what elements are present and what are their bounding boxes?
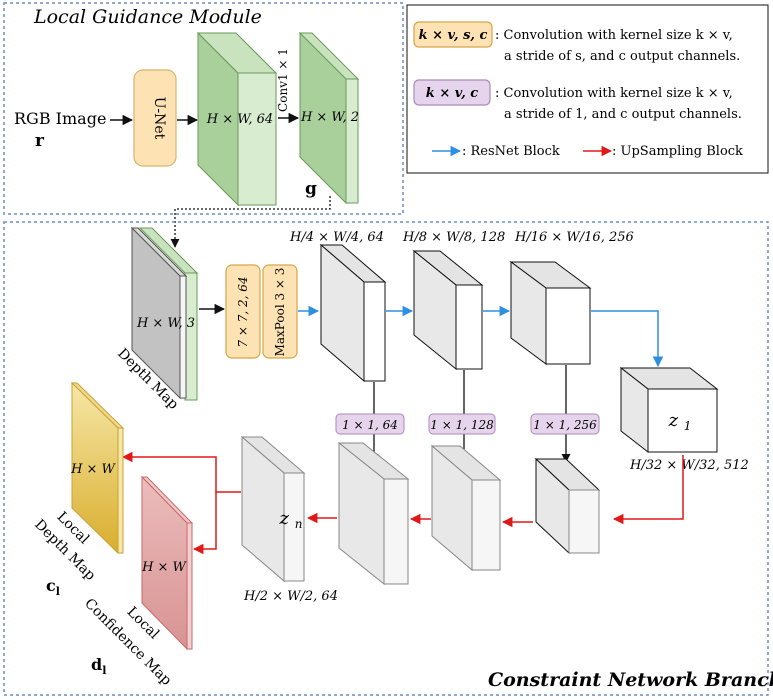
enc3-dims: H/16 × W/16, 256 bbox=[514, 230, 634, 245]
local-guidance-title: Local Guidance Module bbox=[33, 6, 262, 28]
g-symbol: g bbox=[305, 179, 317, 199]
legend-orange-desc-1: : Convolution with kernel size k × v, bbox=[495, 28, 733, 43]
z1-label: z 1 bbox=[668, 410, 692, 433]
legend-purple-box-label: k × v, c bbox=[426, 86, 478, 101]
enc2-dims: H/8 × W/8, 128 bbox=[402, 230, 505, 245]
side-conv-2-label: 1 × 1, 128 bbox=[430, 418, 494, 432]
z1-dims: H/32 × W/32, 512 bbox=[629, 458, 749, 473]
unet-block bbox=[133, 69, 177, 167]
side-conv-1-label: 1 × 1, 64 bbox=[342, 418, 398, 432]
legend-purple-desc-1: : Convolution with kernel size k × v, bbox=[495, 86, 733, 101]
feat-2-label: H × W, 2 bbox=[300, 110, 359, 125]
rgb-symbol: r bbox=[35, 131, 45, 151]
conv1x1-label: Conv1 × 1 bbox=[276, 48, 290, 112]
encoder-block-1 bbox=[319, 243, 387, 383]
local-conf-symbol: dl bbox=[91, 655, 106, 677]
zn-label: z n bbox=[279, 508, 303, 531]
unet-label: U-Net bbox=[151, 97, 167, 140]
decoder-block-1 bbox=[337, 441, 410, 586]
enc1-dims: H/4 × W/4, 64 bbox=[289, 230, 384, 245]
side-conv-3-label: 1 × 1, 256 bbox=[533, 418, 597, 432]
maxpool-block bbox=[262, 264, 298, 359]
local-conf-dims: H × W bbox=[141, 560, 187, 575]
rgb-image-label: RGB Image bbox=[14, 109, 106, 128]
legend-orange-desc-2: a stride of s, and c output channels. bbox=[504, 49, 740, 64]
enc3-to-z1-arrow bbox=[591, 310, 664, 368]
depth-input-dims: H × W, 3 bbox=[136, 316, 195, 331]
legend-orange-swatch bbox=[413, 21, 493, 48]
z1-symbol: z bbox=[668, 410, 679, 431]
constraint-branch-title: Constraint Network Branch bbox=[488, 669, 773, 691]
legend-upsampling-label: : UpSampling Block bbox=[612, 144, 743, 159]
side-conv-3-box bbox=[530, 413, 600, 435]
conv7x7-block bbox=[225, 264, 261, 359]
decoder-block-3 bbox=[534, 457, 601, 555]
local-depth-map bbox=[70, 381, 125, 555]
encoder-block-2 bbox=[412, 249, 484, 371]
local-depth-dims: H × W bbox=[70, 462, 116, 477]
zn-symbol: z bbox=[279, 508, 290, 529]
maxpool-label: MaxPool 3 × 3 bbox=[273, 268, 287, 357]
depth-map-input bbox=[130, 226, 199, 401]
z1-to-dec3-arrow bbox=[612, 455, 684, 525]
bottleneck-z1 bbox=[619, 366, 719, 454]
decoder-block-zn bbox=[240, 435, 306, 583]
conv7x7-label: 7 × 7, 2, 64 bbox=[236, 276, 250, 347]
side-conv-1-box bbox=[335, 413, 405, 435]
zn-dims: H/2 × W/2, 64 bbox=[243, 589, 338, 604]
legend-resnet-label: : ResNet Block bbox=[462, 144, 560, 159]
local-guidance-panel bbox=[3, 2, 404, 215]
local-depth-symbol: cl bbox=[46, 576, 60, 598]
local-confidence-map bbox=[140, 475, 194, 651]
feat-64-label: H × W, 64 bbox=[206, 112, 273, 127]
legend-orange-box-label: k × v, s, c bbox=[419, 28, 488, 43]
legend-purple-swatch bbox=[413, 79, 491, 106]
encoder-block-3 bbox=[509, 261, 592, 365]
legend-purple-desc-2: a stride of 1, and c output channels. bbox=[504, 107, 742, 122]
side-conv-2-box bbox=[428, 413, 496, 435]
feature-volume-64 bbox=[196, 31, 278, 207]
zn-to-conf-arrow bbox=[192, 492, 217, 555]
zn-to-depth-arrow bbox=[121, 451, 241, 493]
guidance-feature-g bbox=[298, 31, 360, 205]
decoder-block-2 bbox=[430, 444, 502, 572]
